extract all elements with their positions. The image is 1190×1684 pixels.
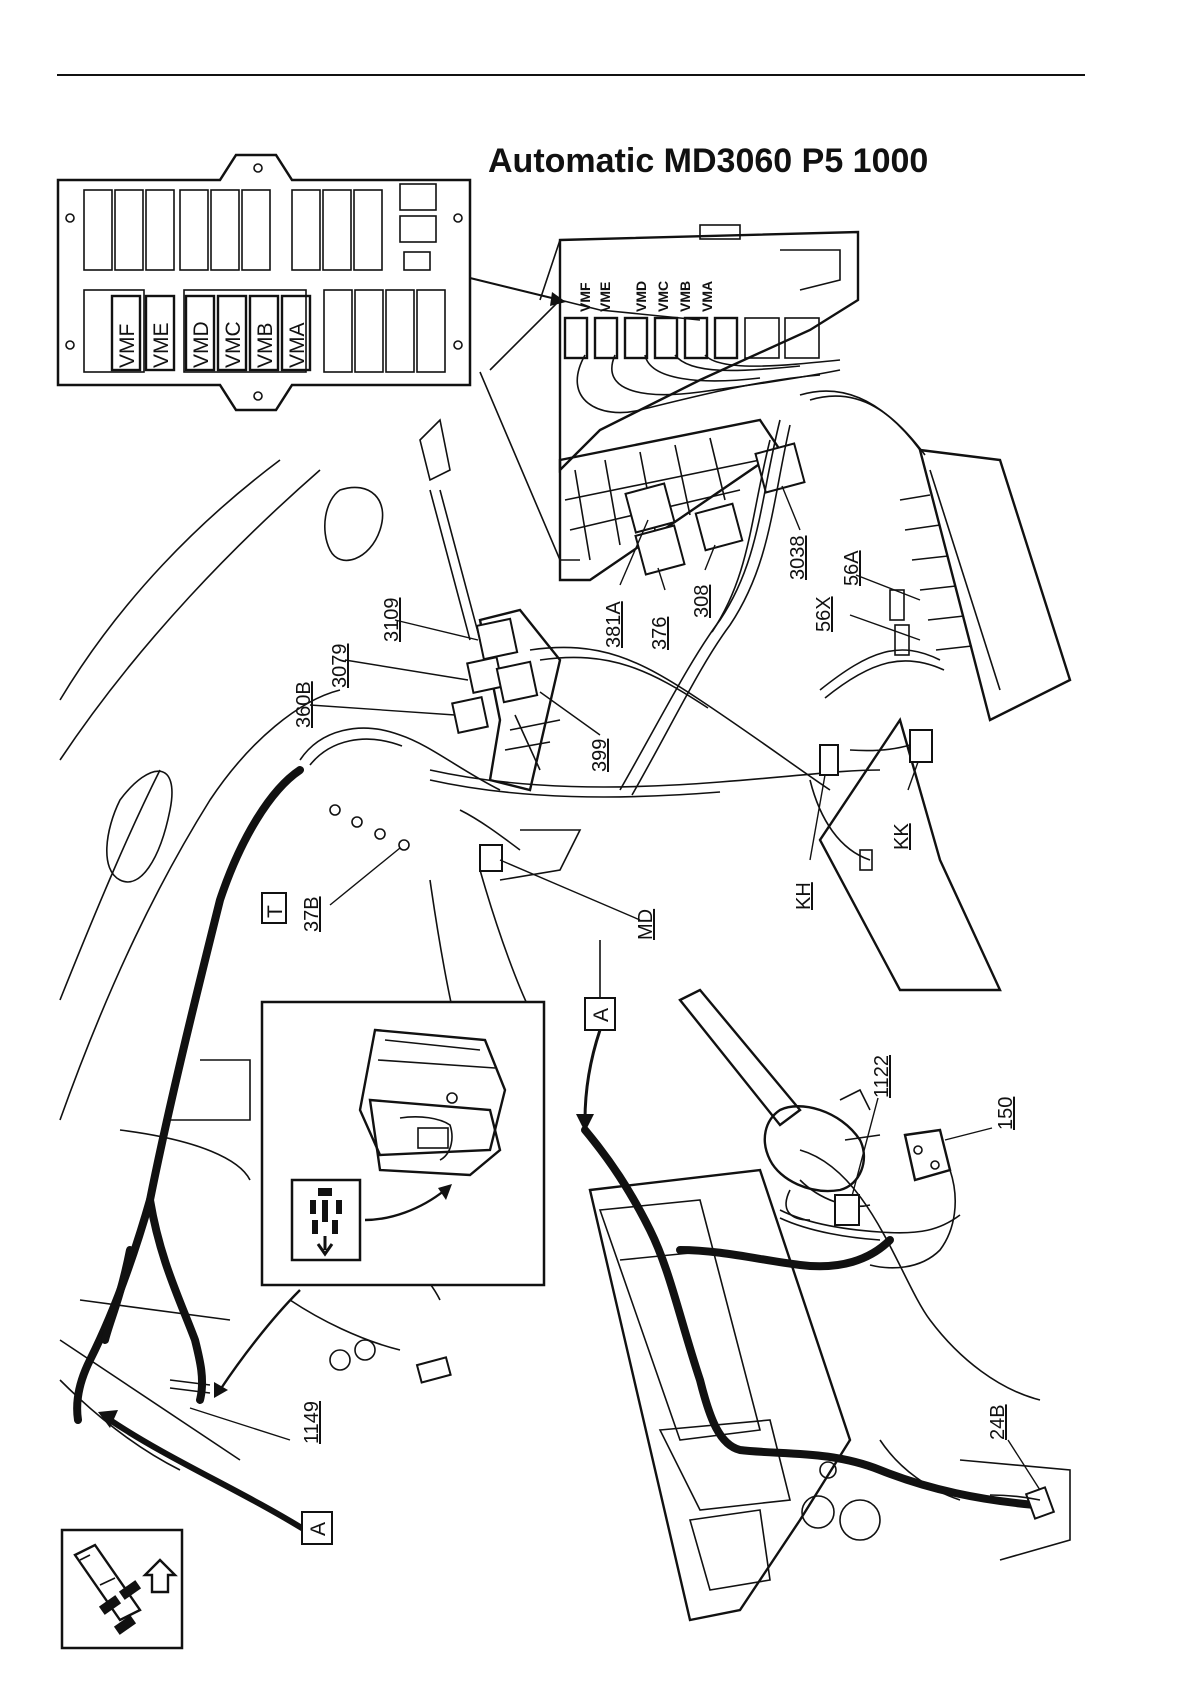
fuse-label-vmb: VMB xyxy=(254,322,277,368)
marker-a-upper: A xyxy=(585,998,615,1030)
svg-text:A: A xyxy=(307,1522,330,1536)
label-3038: 3038 xyxy=(787,536,809,581)
dashboard xyxy=(590,1150,1070,1620)
fuse-label-vma: VMA xyxy=(286,322,309,368)
label-kk: KK xyxy=(891,823,913,850)
label-1149: 1149 xyxy=(301,1401,323,1444)
label-150: 150 xyxy=(995,1097,1017,1130)
connector-1122 xyxy=(780,1195,960,1240)
steering-column xyxy=(680,990,880,1220)
arrow-a-upper xyxy=(585,1030,600,1120)
arrow-a-lower xyxy=(110,1420,305,1530)
fuse-label-vmf: VMF xyxy=(116,324,139,368)
harness-left-branch-2 xyxy=(105,1250,130,1340)
marker-a-lower: A xyxy=(302,1512,332,1544)
relay-board xyxy=(560,420,804,580)
label-3079: 3079 xyxy=(329,644,351,689)
svg-text:T: T xyxy=(264,905,287,918)
label-3109: 3109 xyxy=(381,598,403,643)
fuse-label-vmd: VMD xyxy=(190,321,213,368)
connector-block-56 xyxy=(820,450,1070,990)
inset-pointer-1149 xyxy=(220,1290,300,1390)
switch-inset xyxy=(262,1002,544,1285)
panel-fuse-label-vmd: VMD xyxy=(633,281,649,312)
svg-text:A: A xyxy=(590,1008,613,1022)
panel-fuse-label-vme: VME xyxy=(597,282,613,312)
fuse-box-inset: VMF VME VMD VMC VMB VMA xyxy=(58,155,470,410)
label-56a: 56A xyxy=(841,550,863,586)
page-title: Automatic MD3060 P5 1000 xyxy=(488,142,928,180)
ground-clips-37b xyxy=(330,805,409,850)
panel-fuse-label-vmc: VMC xyxy=(655,281,671,312)
cab-outline xyxy=(60,420,600,1470)
panel-fuse-label-vma: VMA xyxy=(699,281,715,312)
label-md: MD xyxy=(635,909,657,940)
label-37b: 37B xyxy=(301,896,323,932)
switch-symbol-icon xyxy=(292,1180,360,1260)
label-308: 308 xyxy=(691,585,713,618)
panel-fuse-label-vmf: VMF xyxy=(577,282,593,312)
label-376: 376 xyxy=(649,617,671,650)
panel-fuse-label-vmb: VMB xyxy=(677,281,693,312)
label-399: 399 xyxy=(589,739,611,772)
harness-left-branch xyxy=(150,1200,202,1400)
label-1122: 1122 xyxy=(871,1055,893,1098)
label-56x: 56X xyxy=(813,596,835,632)
fuse-label-vmc: VMC xyxy=(222,321,245,368)
main-harness xyxy=(300,391,944,797)
vehicle-view-arrow-icon xyxy=(62,1530,182,1648)
connector-1149 xyxy=(170,1357,451,1393)
label-381a: 381A xyxy=(603,601,625,648)
label-360b: 360B xyxy=(293,681,315,728)
fuse-label-vme: VME xyxy=(150,322,173,368)
label-24b: 24B xyxy=(987,1404,1009,1440)
ground-symbol-icon: T xyxy=(262,893,287,923)
connector-md xyxy=(460,810,580,880)
label-kh: KH xyxy=(793,882,815,910)
